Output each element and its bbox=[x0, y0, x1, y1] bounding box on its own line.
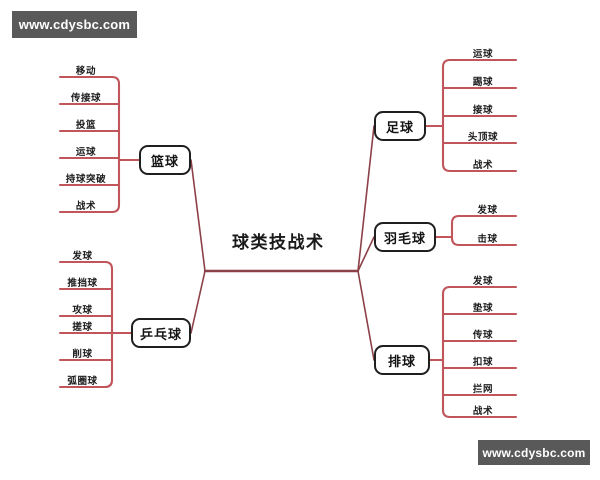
leaf-label[interactable]: 击球 bbox=[477, 234, 498, 245]
leaf-label[interactable]: 运球 bbox=[472, 49, 494, 60]
branch-node-badminton[interactable]: 羽毛球 bbox=[374, 222, 436, 252]
root-node[interactable]: 球类技战术 bbox=[232, 233, 325, 253]
leaf-label[interactable]: 投篮 bbox=[75, 120, 97, 131]
leaf-label[interactable]: 发球 bbox=[477, 205, 498, 216]
leaf-label[interactable]: 垫球 bbox=[472, 303, 494, 314]
branch-node-football[interactable]: 足球 bbox=[374, 111, 426, 141]
leaf-label[interactable]: 运球 bbox=[75, 147, 97, 158]
leaf-label[interactable]: 战术 bbox=[75, 201, 97, 212]
leaf-label[interactable]: 移动 bbox=[75, 66, 97, 77]
leaf-label[interactable]: 头顶球 bbox=[467, 132, 499, 143]
leaf-label[interactable]: 扣球 bbox=[472, 357, 494, 368]
leaf-label[interactable]: 战术 bbox=[472, 406, 494, 417]
leaf-label[interactable]: 攻球 bbox=[72, 305, 93, 316]
leaf-label[interactable]: 搓球 bbox=[72, 322, 93, 333]
leaf-label[interactable]: 传球 bbox=[472, 330, 494, 341]
leaf-label[interactable]: 发球 bbox=[72, 251, 93, 262]
leaf-label[interactable]: 推挡球 bbox=[67, 278, 98, 289]
watermark-top-left: www.cdysbc.com bbox=[12, 11, 137, 38]
leaf-label[interactable]: 接球 bbox=[472, 105, 494, 116]
leaf-label[interactable]: 持球突破 bbox=[65, 174, 107, 185]
leaf-label[interactable]: 传接球 bbox=[70, 93, 102, 104]
branch-node-tabletennis[interactable]: 乒乓球 bbox=[131, 318, 191, 348]
leaf-label[interactable]: 战术 bbox=[472, 160, 494, 171]
leaf-label[interactable]: 踢球 bbox=[472, 77, 494, 88]
branch-node-basketball[interactable]: 篮球 bbox=[139, 145, 191, 175]
leaf-label[interactable]: 弧圈球 bbox=[67, 376, 98, 387]
branch-node-volleyball[interactable]: 排球 bbox=[374, 345, 430, 375]
leaf-label[interactable]: 拦网 bbox=[472, 384, 494, 395]
leaf-label[interactable]: 发球 bbox=[472, 276, 494, 287]
watermark-bottom-right: www.cdysbc.com bbox=[478, 440, 590, 465]
leaf-label[interactable]: 削球 bbox=[72, 349, 93, 360]
